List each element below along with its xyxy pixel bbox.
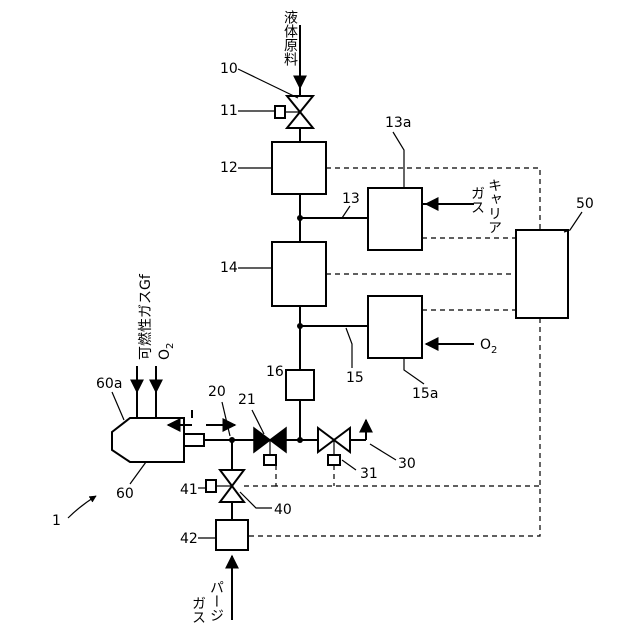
junction-node — [297, 437, 303, 443]
burner-oxygen-label: O2 — [157, 343, 176, 360]
ref-14: 14 — [220, 260, 238, 276]
ref-40: 40 — [274, 502, 292, 518]
actuator-21 — [264, 455, 276, 465]
leader-60 — [130, 462, 146, 484]
ref-42: 42 — [180, 531, 198, 547]
leader-13a — [393, 132, 404, 188]
leader-20 — [222, 402, 230, 436]
liquid-feed-label: 液体原料 — [282, 10, 298, 66]
ref-11: 11 — [220, 103, 238, 119]
vaporizer-12 — [272, 142, 326, 194]
oxygen-label-15a: O2 — [480, 337, 497, 356]
ref-15a: 15a — [412, 386, 438, 402]
leader-60a — [112, 392, 124, 420]
ref-41: 41 — [180, 482, 198, 498]
leader-10 — [238, 69, 298, 98]
ref-13: 13 — [342, 191, 360, 207]
actuator-31 — [328, 455, 340, 465]
purge-gas-label-2: ガス — [190, 596, 206, 624]
carrier-gas-label-2: ガス — [469, 186, 485, 214]
ref-10: 10 — [220, 61, 238, 77]
leader-15 — [346, 328, 352, 368]
reactor-14 — [272, 242, 326, 306]
leader-30 — [370, 444, 396, 460]
leader-13 — [342, 206, 350, 218]
ref-16: 16 — [266, 364, 284, 380]
purge-gas-label-1: パージ — [208, 580, 224, 622]
ref-31: 31 — [360, 466, 378, 482]
ref-50: 50 — [576, 196, 594, 212]
oxygen-controller-15a — [368, 296, 422, 358]
leader-15a — [404, 358, 424, 384]
ref-1: 1 — [52, 513, 61, 529]
actuator-11 — [275, 106, 285, 118]
flow-controller-42 — [216, 520, 248, 550]
carrier-gas-label-1: キャリア — [486, 178, 502, 234]
ref-13a: 13a — [385, 115, 411, 131]
actuator-41 — [206, 480, 216, 492]
filter-16 — [286, 370, 314, 400]
ref-30: 30 — [398, 456, 416, 472]
ref-15: 15 — [346, 370, 364, 386]
leader-31 — [342, 460, 356, 470]
fuel-gas-label: 可燃性ガスGf — [137, 273, 154, 360]
ref-60: 60 — [116, 486, 134, 502]
ref-21: 21 — [238, 392, 256, 408]
ref-20: 20 — [208, 384, 226, 400]
ref-12: 12 — [220, 160, 238, 176]
leader-1 — [68, 496, 96, 518]
controller-50 — [516, 230, 568, 318]
leader-40 — [240, 492, 272, 508]
carrier-controller-13a — [368, 188, 422, 250]
ref-60a: 60a — [96, 376, 122, 392]
